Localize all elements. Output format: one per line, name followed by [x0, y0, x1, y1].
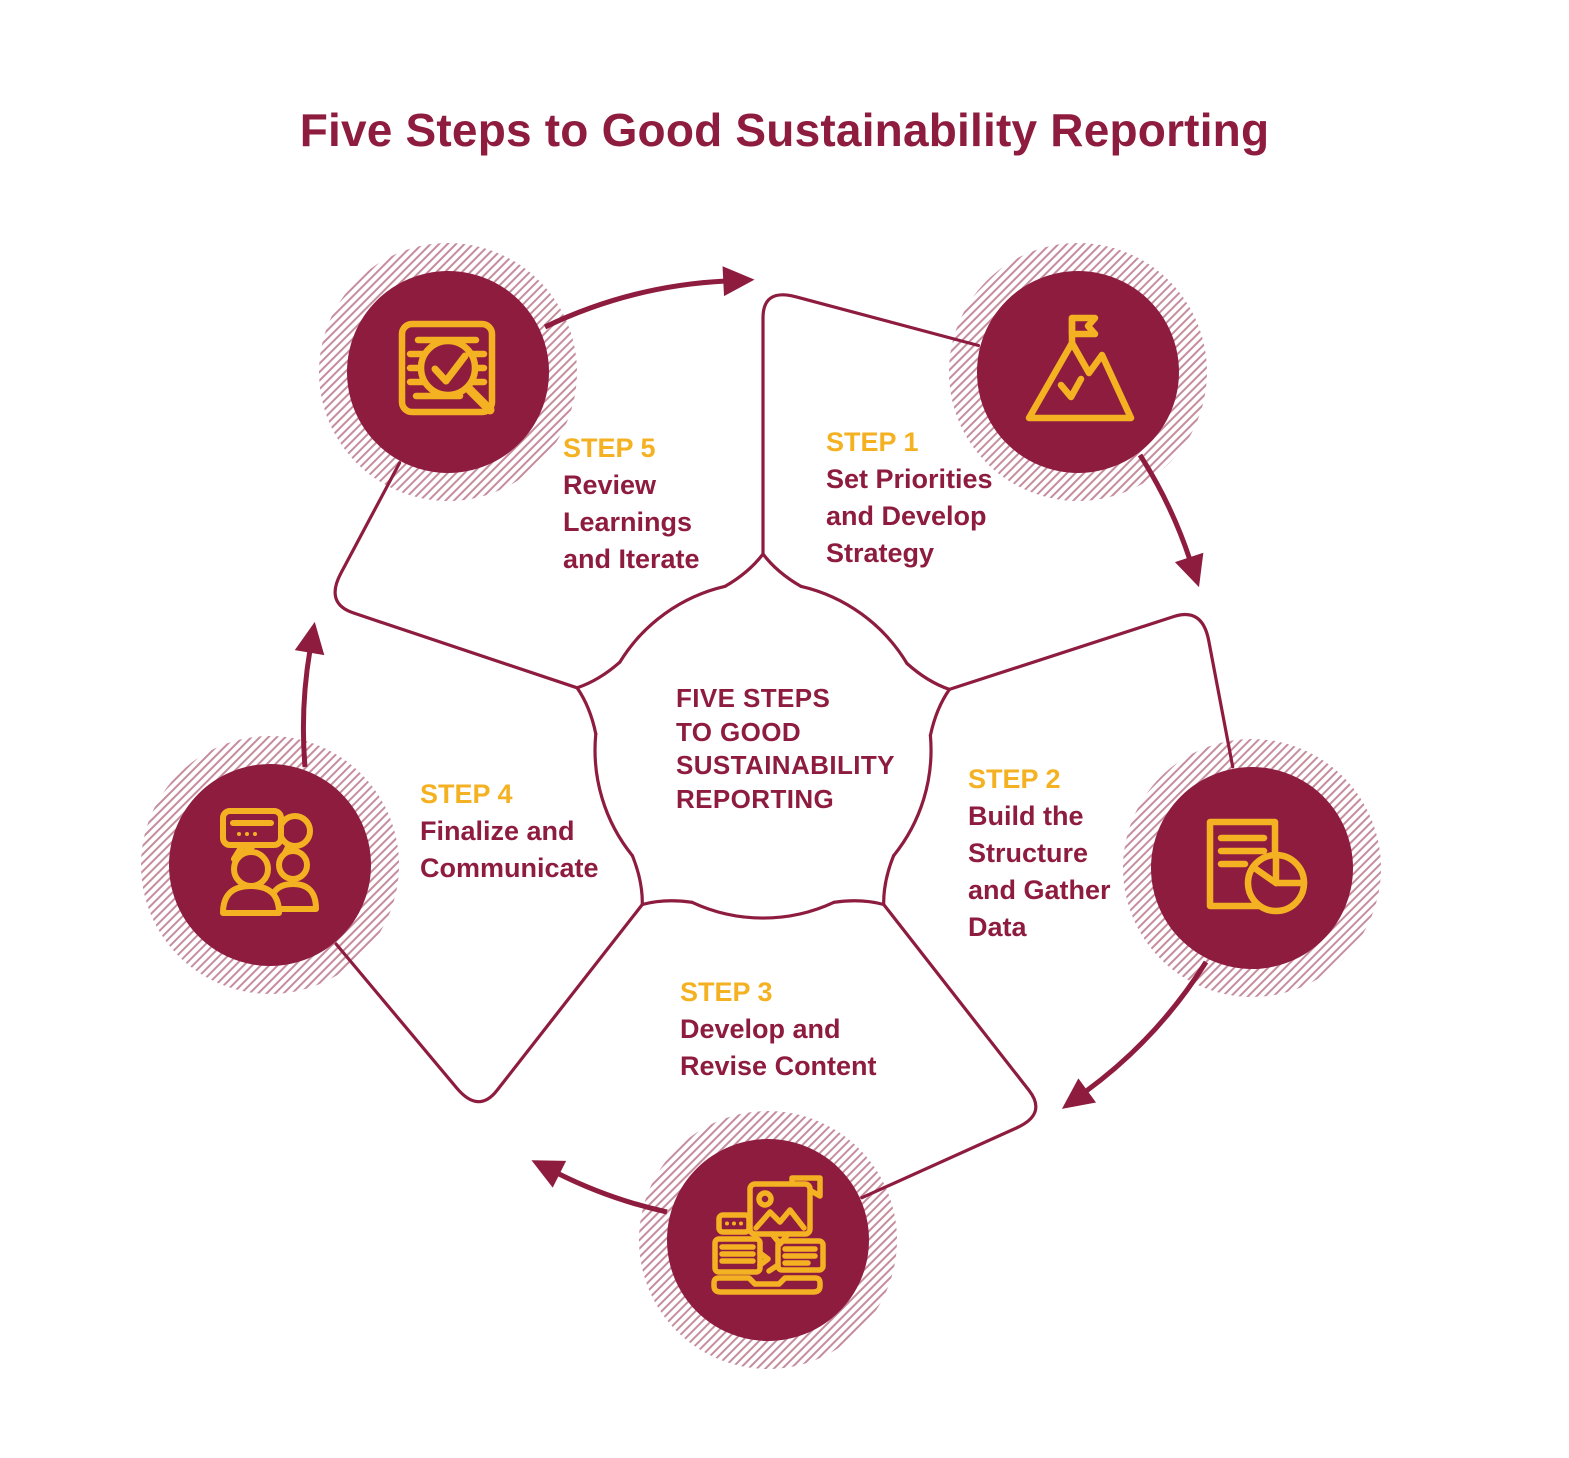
- people-conversation-icon-part: [253, 832, 257, 836]
- step-1-text-line: and Develop: [826, 501, 987, 531]
- mountain-flag-icon: [1025, 314, 1135, 422]
- center-circle-arc: [593, 732, 634, 858]
- mountain-flag-icon-part: [1025, 339, 1135, 422]
- step-1-text-line: Set Priorities: [826, 464, 993, 494]
- step-1-label: STEP 1: [826, 427, 919, 457]
- content-creation-icon-part: [753, 1207, 807, 1231]
- document-review-icon-part: [431, 352, 469, 385]
- step-4-block: STEP 4 Finalize and Communicate: [420, 776, 599, 887]
- node-circle: [667, 1139, 869, 1341]
- content-creation-icon-part: [756, 1190, 774, 1208]
- node-step3: [639, 1111, 897, 1369]
- step-2-text-line: Structure: [968, 838, 1089, 868]
- center-circle-arc: [799, 584, 909, 666]
- petal-spoke: [334, 902, 644, 1104]
- petal-cusp: [905, 661, 951, 691]
- page-title: Five Steps to Good Sustainability Report…: [299, 104, 1270, 156]
- node-step5: [319, 243, 577, 501]
- content-creation-icon-part: [739, 1221, 743, 1226]
- step-5-label: STEP 5: [563, 433, 656, 463]
- petal-cusp: [761, 552, 803, 588]
- step-5-text-line: Review: [563, 470, 657, 500]
- people-conversation-icon-part: [276, 848, 310, 882]
- petal-spoke: [947, 612, 1235, 769]
- step-1-block: STEP 1 Set Priorities and Develop Strate…: [826, 424, 993, 572]
- document-review-icon: [398, 320, 496, 416]
- petal-cusp: [832, 899, 886, 907]
- center-circle-arc: [690, 900, 836, 920]
- people-conversation-icon: [220, 808, 319, 916]
- step-2-label: STEP 2: [968, 764, 1061, 794]
- step-5-block: STEP 5 Review Learnings and Iterate: [563, 430, 700, 578]
- people-conversation-icon-part: [231, 849, 271, 889]
- step-4-text-line: Communicate: [420, 853, 599, 883]
- center-label-line: FIVE STEPS: [676, 683, 831, 713]
- flow-arrow: [543, 266, 755, 330]
- petal-spoke: [761, 293, 981, 556]
- petal-spoke: [860, 902, 1038, 1200]
- step-2-block: STEP 2 Build the Structure and Gather Da…: [968, 761, 1111, 946]
- center-label-line: REPORTING: [676, 783, 835, 814]
- petal-spoke: [333, 461, 579, 690]
- step-3-text-line: Develop and: [680, 1014, 841, 1044]
- center-circle-arc: [892, 733, 933, 858]
- center-label-line: SUSTAINABILITY: [676, 750, 895, 780]
- step-1-text-line: Strategy: [826, 538, 935, 568]
- petal-cusp: [575, 660, 622, 690]
- step-5-text-line: Learnings: [563, 507, 693, 537]
- report-pie-chart-icon-part: [1249, 863, 1280, 887]
- step-5-text-line: and Iterate: [563, 544, 700, 574]
- step-4-label: STEP 4: [420, 779, 513, 809]
- step-3-block: STEP 3 Develop and Revise Content: [680, 974, 877, 1085]
- people-conversation-icon-part: [220, 808, 284, 848]
- document-review-icon-part: [417, 337, 479, 399]
- step-2-text-line: and Gather: [968, 875, 1111, 905]
- center-label-line: TO GOOD: [676, 716, 802, 747]
- petal-cusp: [640, 899, 694, 907]
- petal-cusp: [630, 854, 644, 907]
- people-conversation-icon-part: [220, 883, 282, 916]
- content-creation-icon-part: [711, 1275, 823, 1295]
- petal-cusp: [928, 687, 951, 737]
- document-review-icon-part: [463, 383, 495, 415]
- flow-arrow: [1061, 960, 1209, 1109]
- step-4-text-line: Finalize and: [420, 816, 575, 846]
- node-step2: [1123, 739, 1381, 997]
- petal-outlines: [333, 293, 1235, 1200]
- mountain-flag-icon-part: [1068, 314, 1099, 338]
- document-review-icon-part: [398, 320, 496, 416]
- step-2-text-line: Build the: [968, 801, 1084, 831]
- node-step4: [141, 736, 399, 994]
- content-creation-icon-part: [716, 1212, 752, 1235]
- content-creation-icon-part: [732, 1221, 736, 1226]
- node-circle: [977, 271, 1179, 473]
- people-conversation-icon-part: [237, 832, 241, 836]
- report-pie-chart-icon: [1206, 818, 1308, 915]
- center-label: FIVE STEPS TO GOOD SUSTAINABILITY REPORT…: [676, 682, 895, 816]
- mountain-flag-icon-part: [1057, 375, 1085, 401]
- step-2-text-line: Data: [968, 912, 1027, 942]
- content-creation-icon-part: [757, 1250, 771, 1268]
- content-creation-icon-part: [725, 1221, 729, 1226]
- node-step1: [949, 243, 1207, 501]
- people-conversation-icon-part: [245, 832, 249, 836]
- content-creation-icon-part: [766, 1262, 781, 1274]
- petal-cusp: [575, 686, 598, 736]
- petal-cusp: [882, 854, 896, 907]
- step-3-text-line: Revise Content: [680, 1051, 877, 1081]
- petal-cusp: [723, 552, 765, 588]
- content-creation-icon-part: [775, 1238, 826, 1273]
- content-creation-icon: [711, 1175, 826, 1295]
- center-circle-arc: [618, 584, 727, 664]
- step-3-label: STEP 3: [680, 977, 773, 1007]
